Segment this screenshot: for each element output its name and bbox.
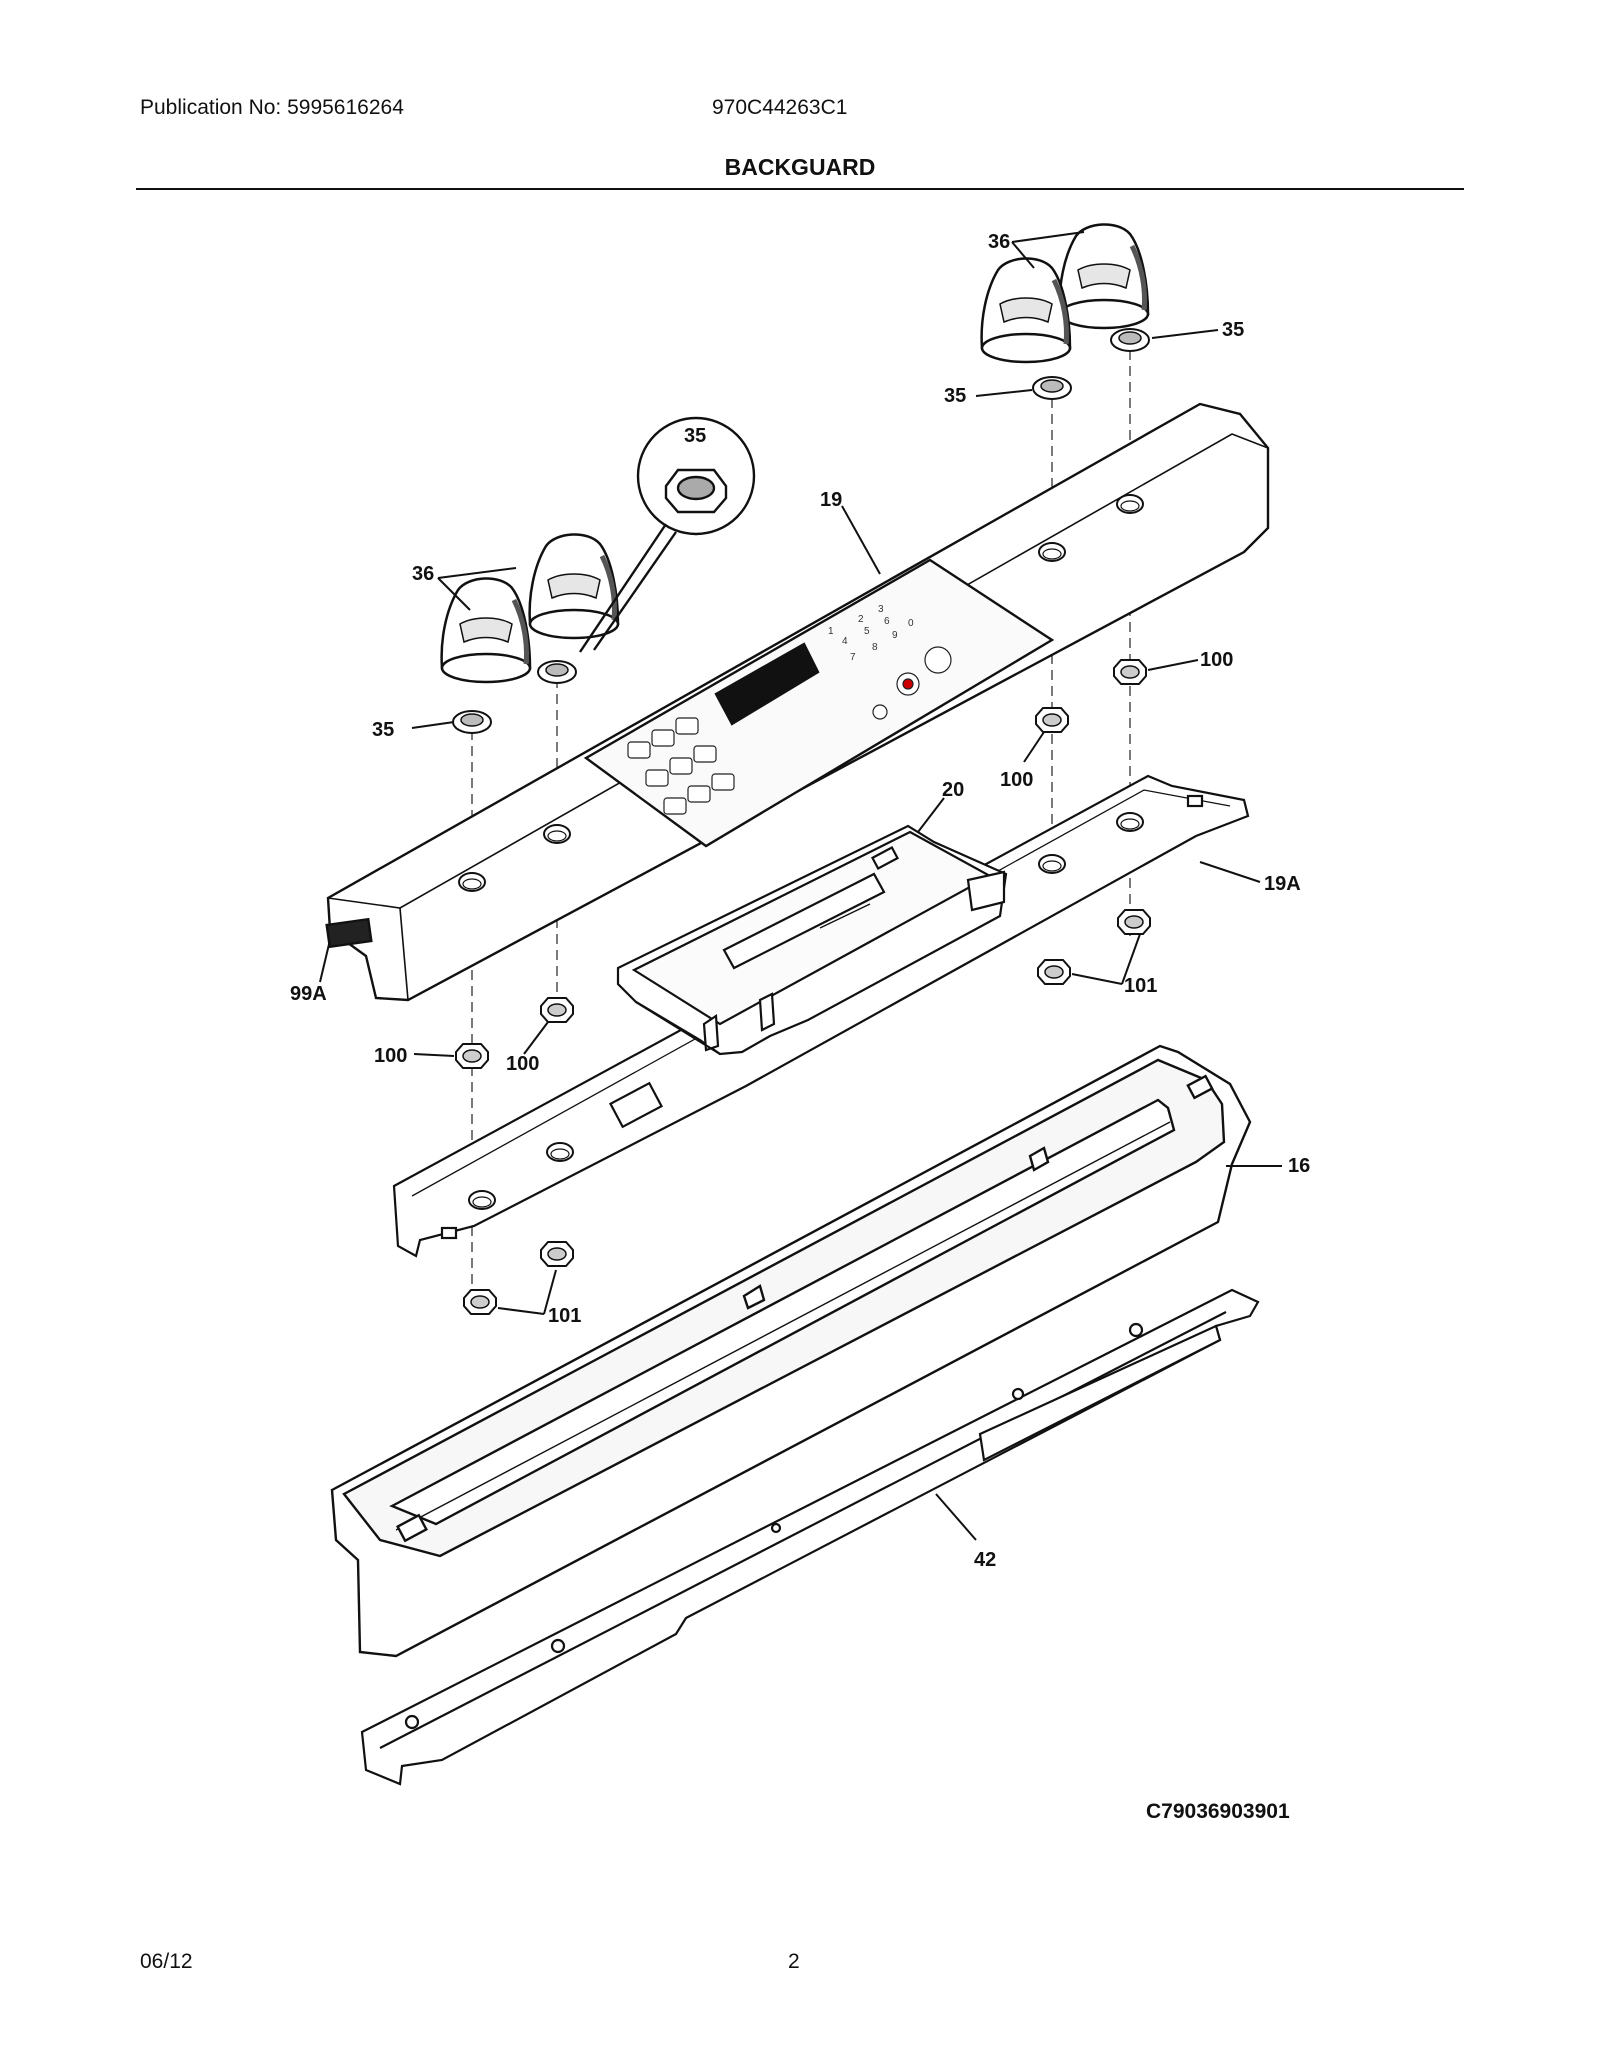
washer-35-left <box>452 710 492 734</box>
callout-35-detail: 35 <box>684 425 706 447</box>
callout-16: 16 <box>1288 1155 1310 1177</box>
part-16-frame <box>330 1044 1252 1658</box>
callout-100-left: 100 <box>374 1045 407 1067</box>
callout-35-left: 35 <box>372 719 394 741</box>
svg-text:3: 3 <box>878 604 884 615</box>
page-number: 2 <box>788 1950 800 1973</box>
keypad-digits: 23 456 789 10 <box>828 604 914 663</box>
callout-20: 20 <box>942 779 964 801</box>
knob-36-top-left <box>982 258 1070 362</box>
nut-101-right-a <box>1117 909 1151 935</box>
svg-text:6: 6 <box>884 616 890 627</box>
svg-text:0: 0 <box>908 618 914 629</box>
washer-35-mid <box>537 660 577 684</box>
revision-date: 06/12 <box>140 1950 193 1973</box>
keypad-detail <box>627 646 952 815</box>
part-20-control-board <box>616 824 1008 1056</box>
callout-36-top: 36 <box>988 231 1010 253</box>
washer-35-top <box>1032 376 1072 400</box>
svg-text:9: 9 <box>892 630 898 641</box>
svg-text:2: 2 <box>858 614 864 625</box>
leader-lines <box>319 231 1282 1541</box>
callout-100-mid: 100 <box>1000 769 1033 791</box>
callout-35-top-right: 35 <box>1222 319 1244 341</box>
svg-text:7: 7 <box>850 652 856 663</box>
knob-36-top-right <box>1060 224 1148 328</box>
detail-circle-35 <box>579 416 756 653</box>
washer-35-top-right <box>1110 328 1150 352</box>
callout-35-top-left: 35 <box>944 385 966 407</box>
nut-100-mid <box>1035 707 1069 733</box>
publication-number: Publication No: 5995616264 <box>140 96 404 119</box>
callout-19: 19 <box>820 489 842 511</box>
callout-101-right: 101 <box>1124 975 1157 997</box>
model-number: 970C44263C1 <box>712 96 848 119</box>
callout-100-right: 100 <box>1200 649 1233 671</box>
part-19-control-panel <box>325 402 1270 1002</box>
nut-101-left-a <box>540 1241 574 1267</box>
header-rule <box>136 188 1464 190</box>
part-42-bracket <box>360 1288 1260 1786</box>
nut-101-left-b <box>463 1289 497 1315</box>
drawing-code: C79036903901 <box>1146 1800 1290 1823</box>
page-title: BACKGUARD <box>724 154 876 180</box>
callout-99A: 99A <box>290 983 327 1005</box>
callout-19A: 19A <box>1264 873 1301 895</box>
callout-36-left: 36 <box>412 563 434 585</box>
callout-labels: 36 35 35 35 19 36 100 35 100 20 19A 101 … <box>290 231 1310 1571</box>
svg-text:5: 5 <box>864 626 870 637</box>
nut-101-right-b <box>1037 959 1071 985</box>
svg-text:8: 8 <box>872 642 878 653</box>
svg-text:1: 1 <box>828 626 834 637</box>
callout-100-left2: 100 <box>506 1053 539 1075</box>
part-19A-panel <box>392 774 1250 1258</box>
nut-100-right <box>1113 659 1147 685</box>
callout-42: 42 <box>974 1549 996 1571</box>
svg-text:4: 4 <box>842 636 848 647</box>
nut-100-left <box>455 1043 489 1069</box>
nut-100-left2 <box>540 997 574 1023</box>
callout-101-left: 101 <box>548 1305 581 1327</box>
knob-36-left-back <box>530 534 618 638</box>
